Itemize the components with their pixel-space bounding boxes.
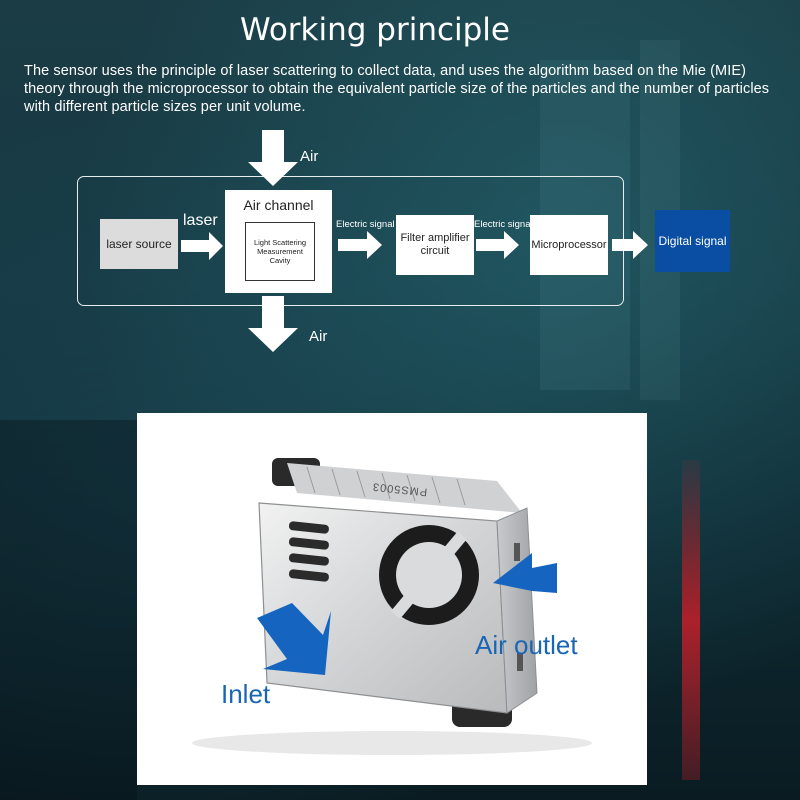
microprocessor-box: Microprocessor xyxy=(530,215,608,275)
digital-signal-box: Digital signal xyxy=(655,210,730,272)
background-panel xyxy=(0,420,137,800)
digital-signal-label: Digital signal xyxy=(658,234,727,248)
laser-label: laser xyxy=(183,212,218,229)
digital-signal-arrow xyxy=(612,231,648,259)
air-channel-box: Air channel Light Scattering Measurement… xyxy=(225,190,332,293)
laser-source-box: laser source xyxy=(100,219,178,269)
electric-signal-label-1: Electric signal xyxy=(336,219,395,230)
air-out-label: Air xyxy=(309,328,328,345)
description-text: The sensor uses the principle of laser s… xyxy=(24,63,770,115)
filter-amplifier-label: Filter amplifier circuit xyxy=(400,232,470,257)
outlet-arrow xyxy=(493,553,557,593)
electric-signal-label-2: Electric signal xyxy=(474,219,533,230)
air-out-arrow xyxy=(248,296,298,352)
electric-signal-arrow-2 xyxy=(476,231,519,259)
background-red-light xyxy=(682,460,700,780)
electric-signal-arrow-1 xyxy=(338,231,382,259)
air-in-label: Air xyxy=(300,148,319,165)
microprocessor-label: Microprocessor xyxy=(531,239,607,251)
filter-amplifier-box: Filter amplifier circuit xyxy=(396,215,474,275)
inlet-arrow xyxy=(257,603,331,675)
air-channel-label: Air channel xyxy=(243,197,314,213)
page-title: Working principle xyxy=(240,12,510,48)
inlet-label: Inlet xyxy=(221,679,271,709)
air-in-arrow xyxy=(248,130,298,186)
air-outlet-label: Air outlet xyxy=(475,630,578,660)
laser-arrow xyxy=(181,232,223,260)
laser-source-label: laser source xyxy=(106,237,172,251)
scattering-cavity-box: Light Scattering Measurement Cavity xyxy=(245,222,315,281)
sensor-photo: PMS5003 Inlet Air outlet xyxy=(137,413,647,785)
sensor-module-illustration xyxy=(192,458,592,755)
scattering-cavity-label: Light Scattering Measurement Cavity xyxy=(253,238,307,265)
